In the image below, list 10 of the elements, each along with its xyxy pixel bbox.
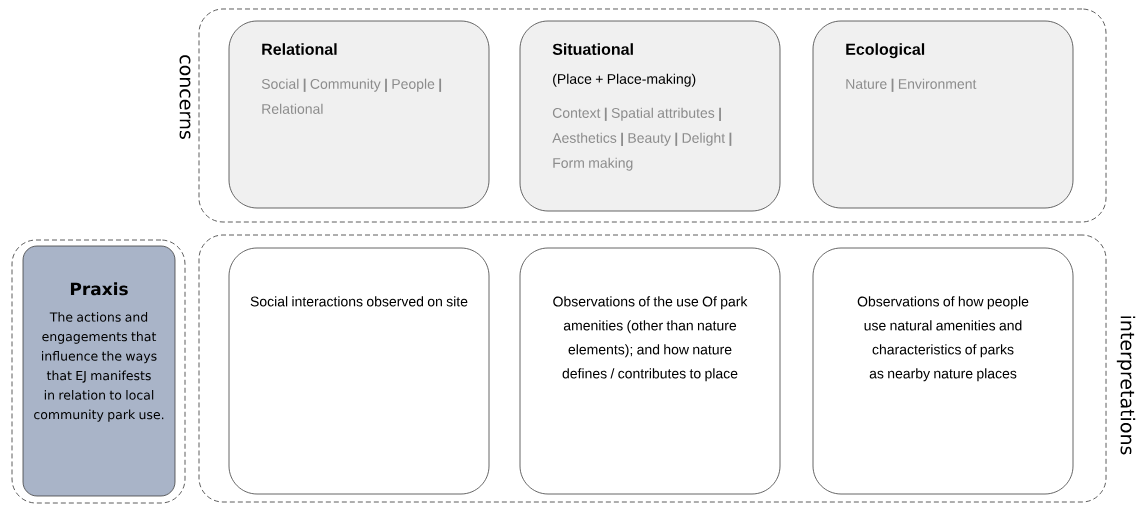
category-box: Relational Social | Community | People | Relational	[228, 20, 490, 209]
observation-box: Social interactions observed on site	[228, 247, 490, 495]
observation-box: Observations of the use Of park amenities (other than nature elements); and how nature defines / contributes to place	[519, 247, 781, 495]
category-box: Ecological Nature | Environment	[812, 20, 1074, 209]
observation-box: Observations of how people use natural amenities and characteristics of parks as nearby nature places	[812, 247, 1074, 495]
praxis-box: Praxis The actions and engagements that influence the ways that EJ manifests in relation to local community park use.	[22, 245, 176, 497]
category-box: Situational (Place + Place-making) Context | Spatial attributes | Aesthetics | Beauty | Delight | Form making	[519, 20, 781, 212]
group-label: interpretations	[1116, 316, 1136, 455]
dashed-frame	[11, 239, 186, 504]
group-label: concerns	[179, 55, 191, 139]
